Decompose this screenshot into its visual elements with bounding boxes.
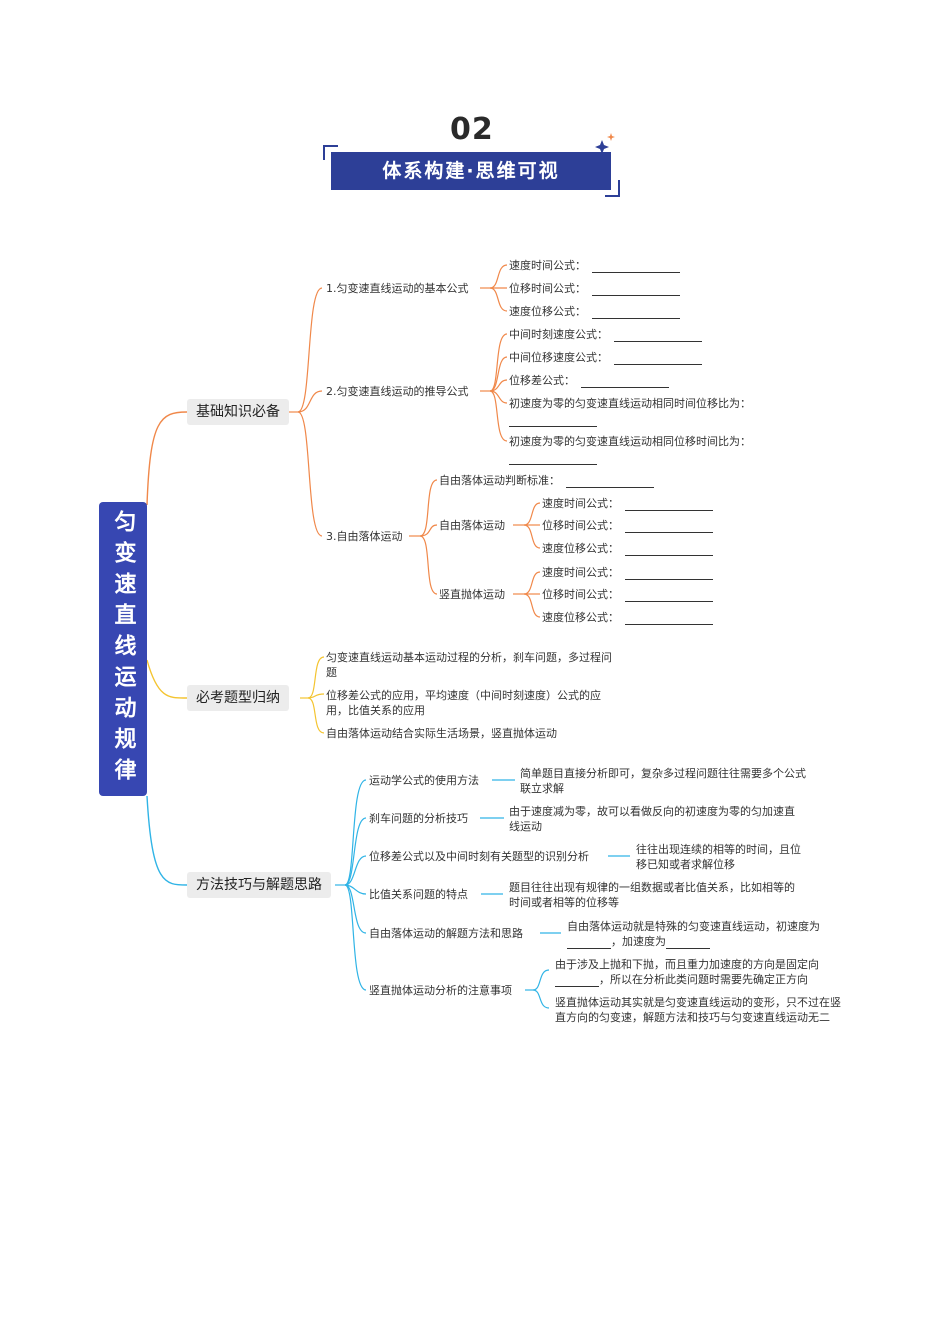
link-root-exam: [146, 659, 188, 699]
list-item: 速度位移公式：: [542, 541, 713, 556]
basic-s2-title: 2.匀变速直线运动的推导公式: [326, 385, 469, 398]
method-item-1-desc1: 简单题目直接分析即可，复杂多过程问题往往需要多个公式: [520, 767, 806, 780]
method-item-6-b1: 竖直抛体运动其实就是匀变速直线运动的变形，只不过在竖: [555, 996, 841, 1009]
list-item: 中间位移速度公式：: [509, 350, 702, 365]
link-root-basic: [146, 411, 188, 506]
list-item: 速度时间公式：: [542, 565, 713, 580]
exam-item-2-line1: 位移差公式的应用，平均速度（中间时刻速度）公式的应: [326, 689, 601, 702]
category-method: 方法技巧与解题思路: [187, 872, 331, 898]
method-item-3-title: 位移差公式以及中间时刻有关题型的识别分析: [369, 850, 589, 863]
method-item-6-b2: 直方向的匀变速，解题方法和技巧与匀变速直线运动无二: [555, 1011, 830, 1024]
list-item: 中间时刻速度公式：: [509, 327, 702, 342]
method-item-4-title: 比值关系问题的特点: [369, 888, 468, 901]
list-item: 速度位移公式：: [509, 304, 680, 319]
root-node: 匀变速直线运动规律: [99, 502, 147, 796]
method-item-6-title: 竖直抛体运动分析的注意事项: [369, 984, 512, 997]
basic-s3-title: 3.自由落体运动: [326, 530, 403, 543]
link-root-method: [146, 795, 188, 886]
exam-item-3-line1: 自由落体运动结合实际生活场景，竖直抛体运动: [326, 727, 557, 740]
method-item-5-title: 自由落体运动的解题方法和思路: [369, 927, 523, 940]
list-item: 位移时间公式：: [542, 587, 713, 602]
vertical-throw-title: 竖直抛体运动: [439, 588, 505, 601]
sparkle-icon: [595, 140, 609, 154]
section-banner: 体系构建·思维可视: [331, 152, 611, 190]
method-item-4-desc1: 题目往往出现有规律的一组数据或者比值关系，比如相等的: [509, 881, 795, 894]
method-item-5-desc2: ，加速度为: [567, 934, 710, 949]
method-item-3-desc1: 往往出现连续的相等的时间，且位: [636, 843, 801, 856]
list-item: 初速度为零的匀变速直线运动相同时间位移比为：: [509, 397, 751, 410]
list-item: 速度位移公式：: [542, 610, 713, 625]
method-item-3-desc2: 移已知或者求解位移: [636, 858, 735, 871]
answer-blank: [509, 412, 597, 427]
section-number: 02: [450, 112, 494, 147]
exam-item-1-line1: 匀变速直线运动基本运动过程的分析，刹车问题，多过程问: [326, 651, 612, 664]
exam-item-1-line2: 题: [326, 666, 337, 679]
sparkle-small-icon: [607, 133, 615, 141]
method-item-6-a2: ，所以在分析此类问题时需要先确定正方向: [555, 972, 808, 987]
list-item: 位移时间公式：: [542, 518, 713, 533]
list-item: 初速度为零的匀变速直线运动相同位移时间比为：: [509, 435, 751, 448]
method-item-6-a1: 由于涉及上抛和下抛，而且重力加速度的方向是固定向: [555, 958, 819, 971]
root-title: 匀变速直线运动规律: [110, 509, 136, 789]
method-item-5-desc1: 自由落体运动就是特殊的匀变速直线运动，初速度为: [567, 920, 820, 933]
method-item-4-desc2: 时间或者相等的位移等: [509, 896, 619, 909]
method-item-1-desc2: 联立求解: [520, 782, 564, 795]
list-item: 速度时间公式：: [509, 258, 680, 273]
free-fall-title: 自由落体运动: [439, 519, 505, 532]
category-basic: 基础知识必备: [187, 399, 289, 425]
category-exam: 必考题型归纳: [187, 685, 289, 711]
list-item: 位移差公式：: [509, 373, 669, 388]
list-item: 自由落体运动判断标准：: [439, 473, 654, 488]
method-item-1-title: 运动学公式的使用方法: [369, 774, 479, 787]
banner-decoration: [323, 145, 620, 197]
answer-blank: [509, 450, 597, 465]
exam-item-2-line2: 用，比值关系的应用: [326, 704, 425, 717]
list-item: 速度时间公式：: [542, 496, 713, 511]
method-item-2-title: 刹车问题的分析技巧: [369, 812, 468, 825]
basic-s1-title: 1.匀变速直线运动的基本公式: [326, 282, 469, 295]
method-item-2-desc1: 由于速度减为零，故可以看做反向的初速度为零的匀加速直: [509, 805, 795, 818]
list-item: 位移时间公式：: [509, 281, 680, 296]
method-item-2-desc2: 线运动: [509, 820, 542, 833]
